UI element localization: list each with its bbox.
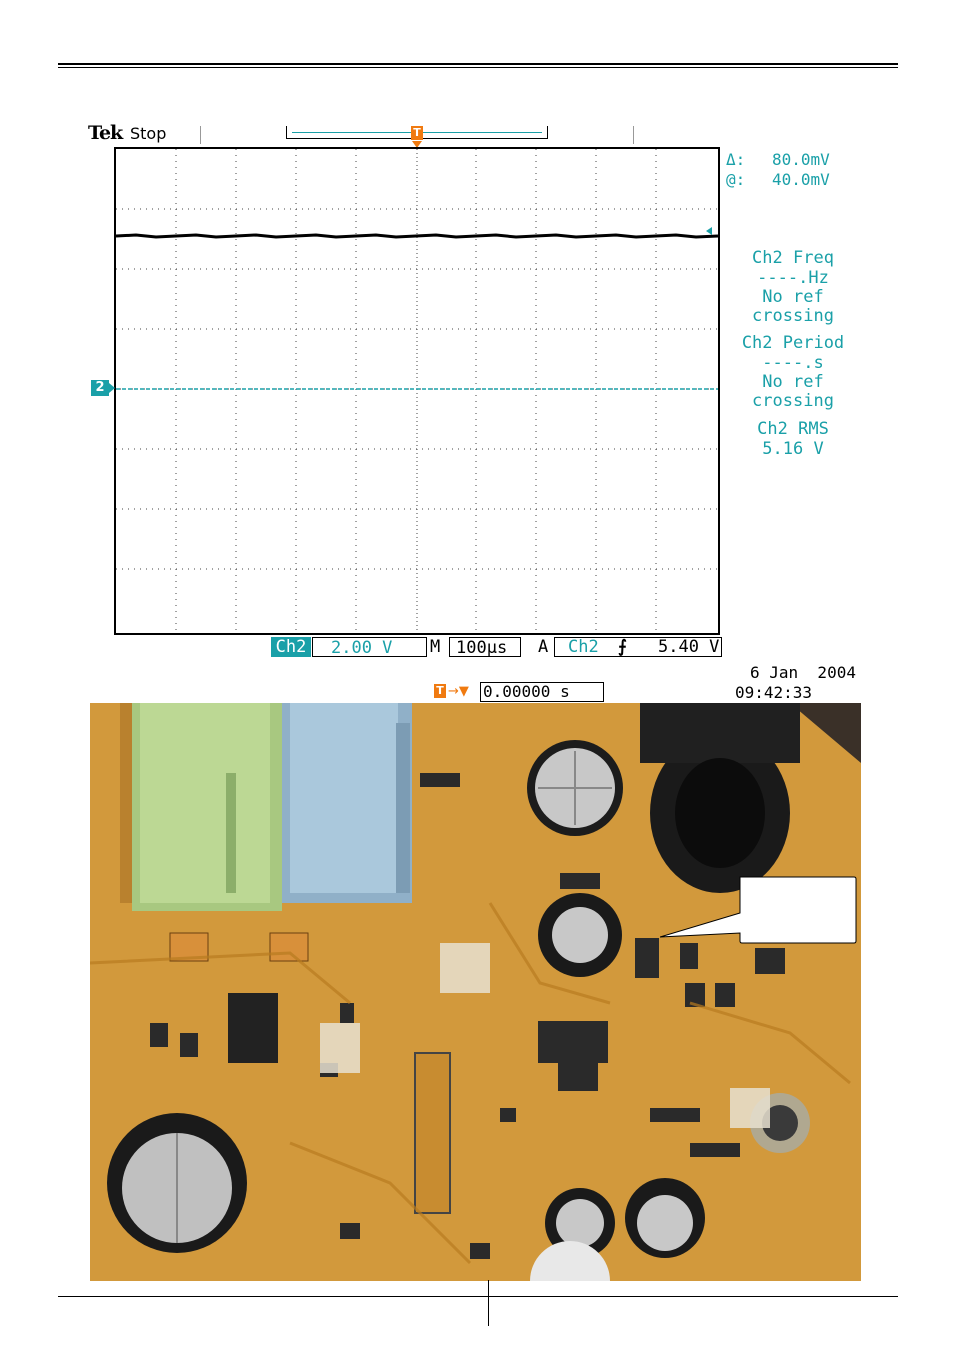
time-div: 100µs: [449, 637, 521, 658]
measure-freq-note1: No ref: [762, 287, 824, 307]
trigger-marker-top: T: [411, 126, 423, 140]
trigger-channel: Ch2: [568, 637, 599, 657]
record-bar-end: [633, 126, 634, 144]
pcb-photo: [90, 703, 861, 1281]
ch2-channel-label: Ch2: [271, 637, 311, 657]
trigger-pos-icon: T: [434, 684, 446, 698]
trigger-position: 0.00000 s: [480, 682, 604, 702]
top-rule-thin: [58, 67, 898, 68]
trigger-level: 5.40 V: [658, 637, 720, 657]
a-label: A: [538, 637, 549, 657]
volts-div: 2.00 V: [312, 637, 427, 658]
delta-value: 80.0mV: [772, 150, 830, 169]
trigger-pos-arrow: →▼: [448, 684, 469, 699]
center-axes: [116, 149, 718, 633]
pointer-line: [488, 1280, 489, 1326]
measure-freq-value: ----.Hz: [757, 268, 829, 288]
ic-chip-3: [414, 1052, 451, 1214]
measure-freq-title: Ch2 Freq: [752, 248, 834, 268]
trigger-box: [554, 637, 722, 657]
delta-label: Δ:: [726, 150, 746, 169]
measure-rms-value: 5.16 V: [762, 439, 824, 459]
ch2-marker-arrow: [109, 383, 115, 393]
rising-edge-icon: ⨍: [618, 637, 627, 657]
scope-header: Tek Stop: [88, 120, 848, 146]
measure-period-note2: crossing: [752, 391, 834, 411]
measure-period-note1: No ref: [762, 372, 824, 392]
measure-period-title: Ch2 Period: [741, 333, 845, 353]
white-disc: [530, 1241, 610, 1281]
scope-date: 6 Jan 2004: [750, 663, 856, 682]
m-label: M: [430, 637, 441, 657]
ch2-waveform: [116, 233, 718, 239]
scope-graticule: [114, 147, 720, 635]
ic-chip-1: [228, 993, 278, 1063]
record-bar: [200, 126, 201, 144]
top-rule: [58, 63, 898, 65]
trigger-marker-arrow: [412, 141, 422, 148]
at-label: @:: [726, 170, 746, 189]
acquisition-state: Stop: [130, 124, 167, 143]
measure-freq-note2: crossing: [752, 306, 834, 326]
trigger-level-arrow: [706, 227, 712, 235]
ic-chip-2: [538, 1021, 608, 1063]
pcb-photo-svg: [90, 703, 861, 1281]
measure-rms-title: Ch2 RMS: [757, 419, 829, 439]
tek-logo: Tek: [88, 122, 123, 144]
ch2-marker: 2: [91, 380, 109, 396]
callout-bubble: [660, 876, 857, 944]
scope-time: 09:42:33: [735, 683, 813, 702]
bottom-rule: [58, 1296, 898, 1297]
graticule-svg: [116, 149, 718, 633]
at-value: 40.0mV: [772, 170, 830, 189]
measure-period-value: ----.s: [762, 353, 824, 373]
